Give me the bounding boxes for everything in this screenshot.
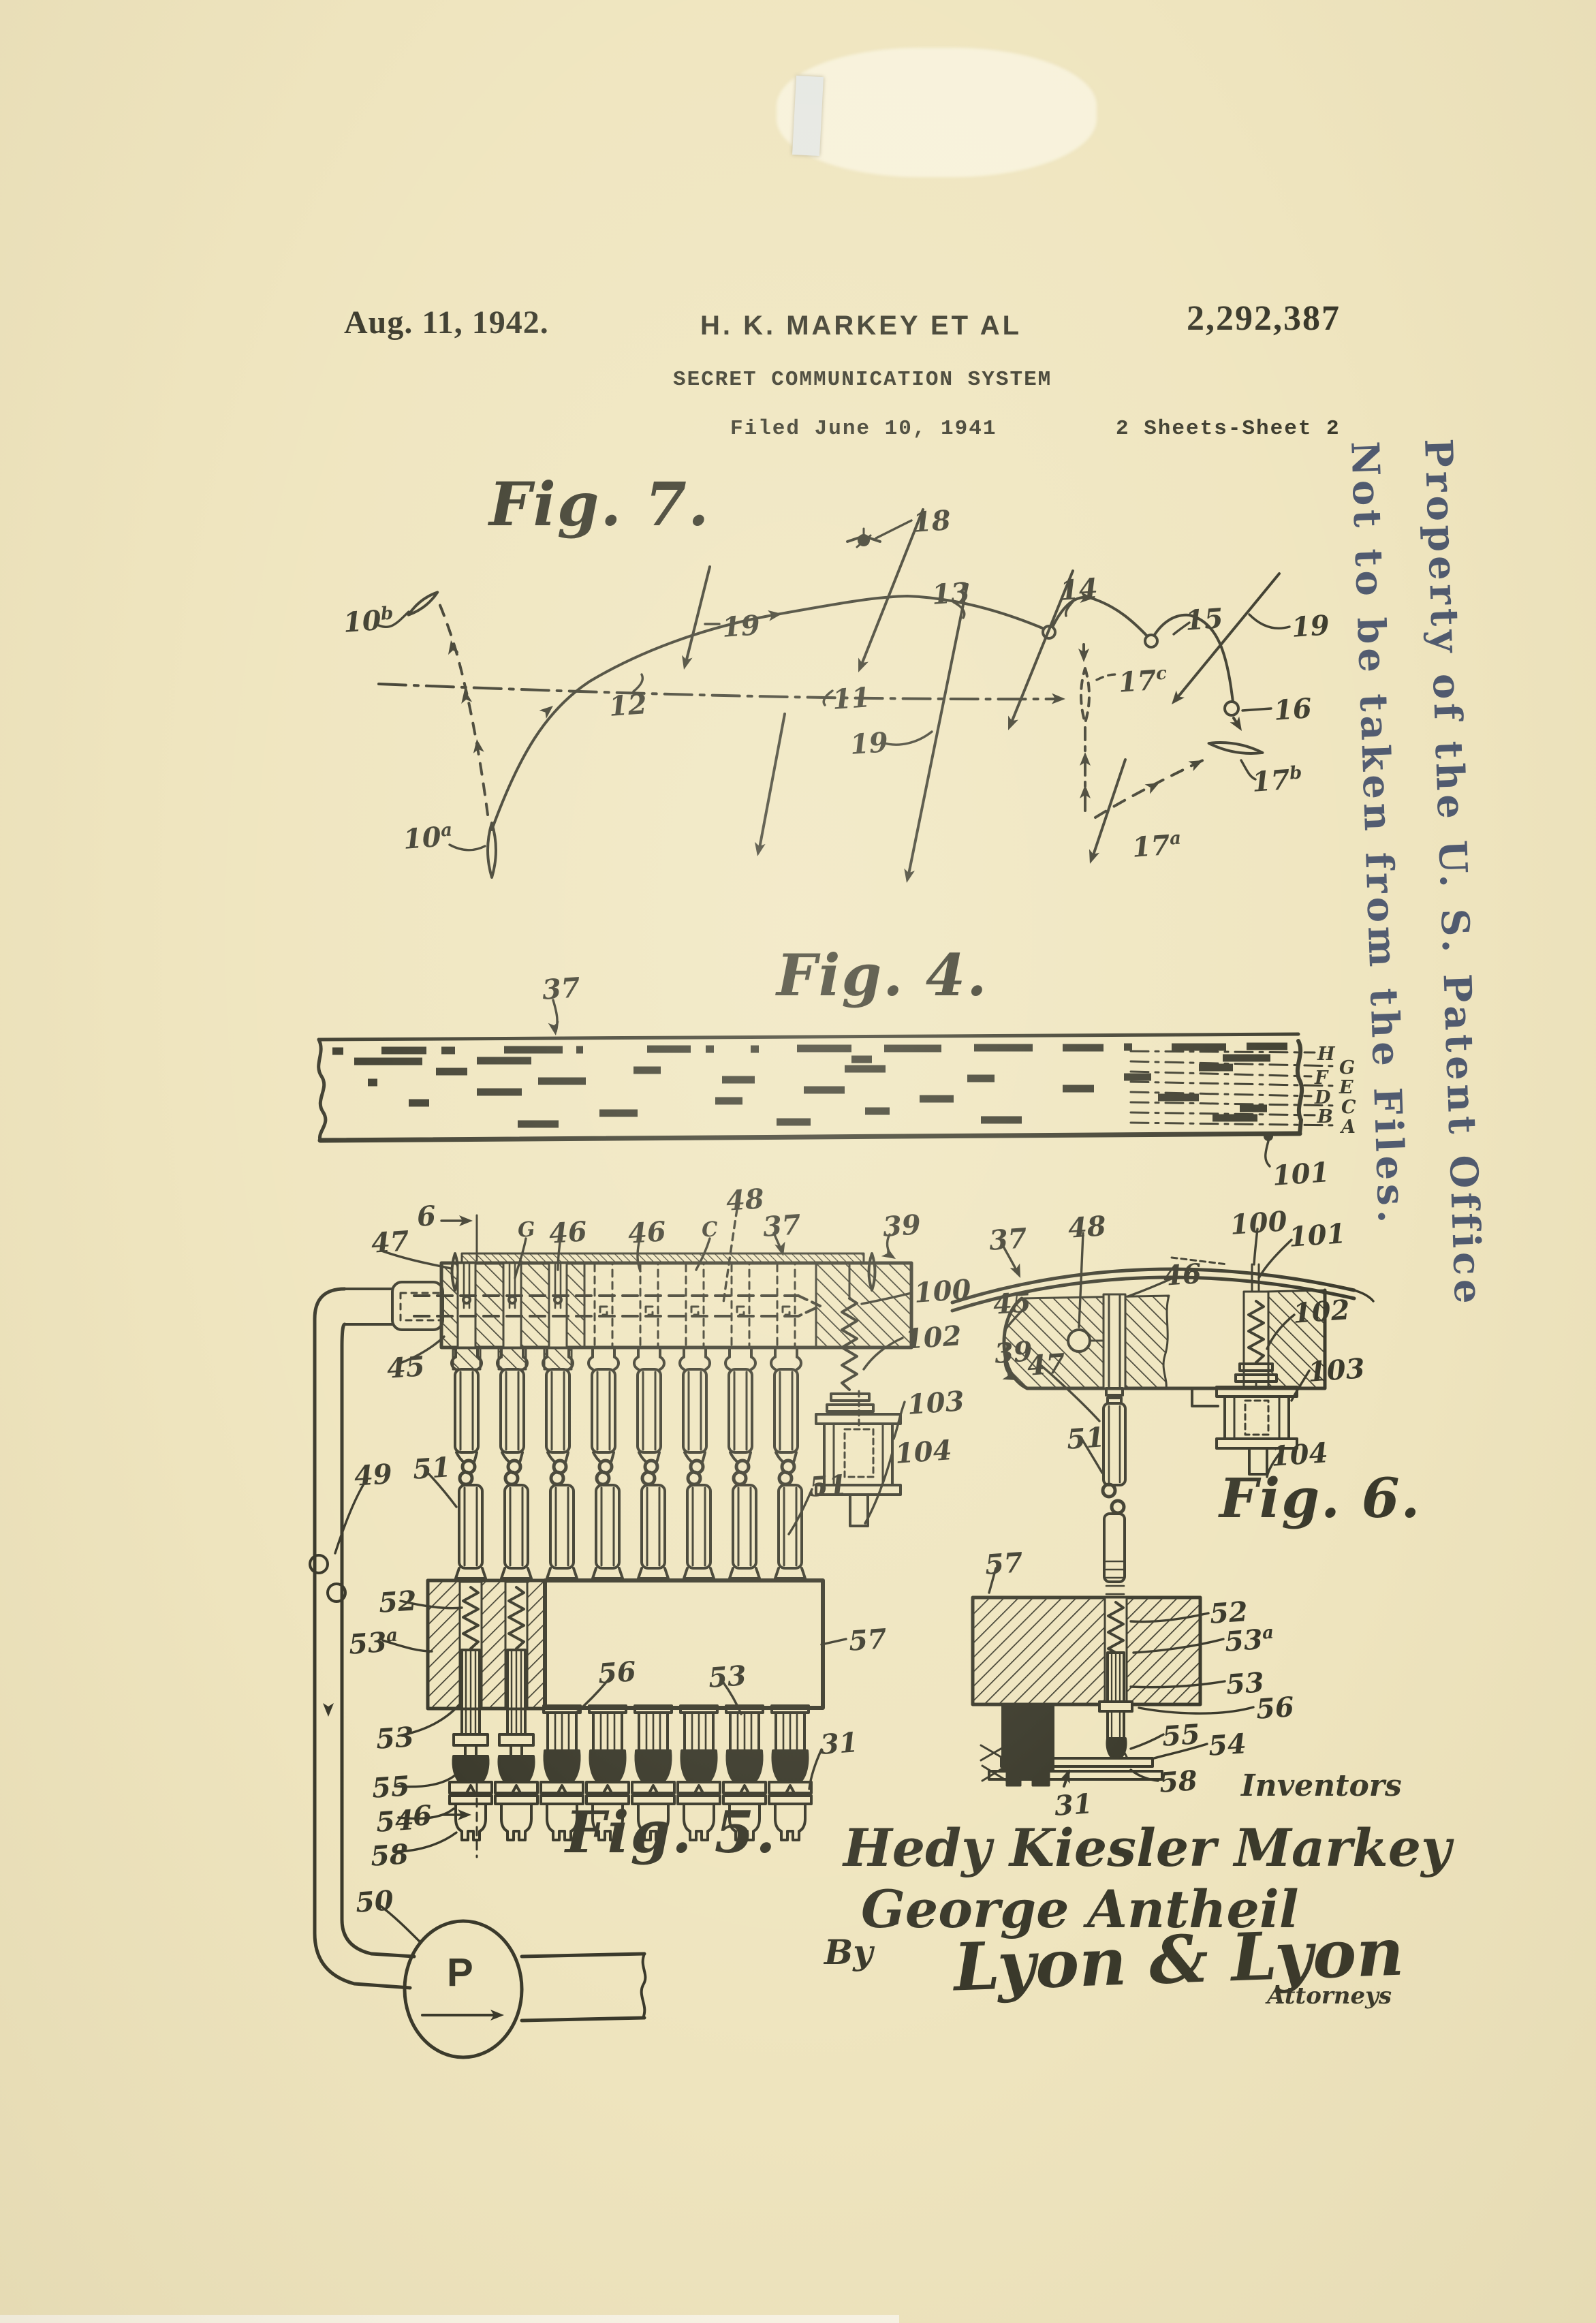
fig4-track-letter-H: H — [1317, 1044, 1335, 1065]
fig7-ref-17c: 17c — [1117, 664, 1168, 699]
fig5-ref-51-left: 51 — [411, 1451, 452, 1486]
fig7-ref-17a: 17a — [1131, 828, 1183, 864]
fig6-title: Fig. 6. — [1219, 1466, 1421, 1530]
patent-number: 2,292,387 — [1187, 298, 1341, 339]
fig7-ref-15: 15 — [1184, 602, 1224, 637]
fig5-ref-6-bottom: 6 — [411, 1799, 433, 1833]
fig5-ref-56: 56 — [597, 1655, 637, 1690]
fig4-ref-101: 101 — [1271, 1156, 1330, 1192]
fig5-ref-57: 57 — [847, 1623, 888, 1657]
fig7-ref-10b: 10b — [342, 603, 394, 638]
fig5-ref-45: 45 — [386, 1350, 426, 1385]
by-label: By — [824, 1932, 873, 1972]
fig5-ref-46-1: 46 — [548, 1215, 588, 1250]
fig5-pump-letter: P — [447, 1950, 473, 1995]
fig5-ref-48: 48 — [725, 1183, 765, 1217]
fig4-drawing — [319, 1000, 1339, 1166]
fig6-ref-57: 57 — [984, 1546, 1024, 1581]
fig6-ref-100: 100 — [1229, 1205, 1288, 1241]
fig7-ref-13: 13 — [930, 576, 971, 611]
inventor-name-line: H. K. MARKEY ET AL — [700, 311, 1022, 341]
fig5-ref-103: 103 — [906, 1385, 965, 1421]
fig5-ref-47: 47 — [370, 1225, 410, 1260]
fig5-ref-49: 49 — [353, 1458, 393, 1493]
fig7-ref-19-2: 19 — [849, 726, 889, 761]
fig6-ref-104: 104 — [1270, 1437, 1329, 1473]
fig7-ref-19-3: 19 — [1290, 609, 1330, 644]
patent-title: SECRET COMMUNICATION SYSTEM — [673, 368, 1052, 392]
fig7-title: Fig. 7. — [489, 469, 710, 540]
fig5-ref-39: 39 — [881, 1209, 922, 1243]
fig7-ref-11: 11 — [831, 681, 871, 716]
fig5-drawing — [310, 1209, 911, 2057]
filed-date: Filed June 10, 1941 — [730, 417, 997, 441]
fig5-ref-55: 55 — [371, 1770, 411, 1805]
fig5-ref-104: 104 — [894, 1434, 953, 1470]
fig7-ref-10a: 10a — [402, 820, 454, 856]
fig5-ref-53-left: 53 — [375, 1721, 415, 1756]
fig6-ref-103: 103 — [1306, 1352, 1366, 1388]
inventors-label: Inventors — [1241, 1768, 1402, 1803]
fig5-ref-53-right: 53 — [707, 1659, 747, 1694]
fig6-ref-37: 37 — [988, 1222, 1028, 1257]
inventor-signature-1: Hedy Kiesler Markey — [843, 1818, 1451, 1878]
fig7-ref-16: 16 — [1272, 692, 1313, 727]
fig5-ref-C: C — [701, 1217, 719, 1243]
fig5-ref-52: 52 — [377, 1585, 418, 1619]
fig6-ref-101: 101 — [1287, 1217, 1347, 1253]
fig6-ref-55: 55 — [1161, 1718, 1201, 1753]
sheet-count: 2 Sheets-Sheet 2 — [1116, 417, 1341, 441]
patent-date: Aug. 11, 1942. — [344, 304, 549, 341]
fig4-track-letter-B: B — [1317, 1106, 1333, 1127]
fig6-ref-53a: 53a — [1223, 1623, 1275, 1658]
attorneys-label: Attorneys — [1267, 1982, 1392, 2010]
fig7-ref-19-1: 19 — [721, 609, 761, 644]
fig6-ref-56: 56 — [1255, 1691, 1295, 1726]
fig6-ref-58: 58 — [1158, 1764, 1198, 1799]
fig6-ref-51: 51 — [1065, 1421, 1106, 1456]
fig5-ref-G: G — [517, 1217, 536, 1243]
fig6-ref-47: 47 — [1026, 1347, 1066, 1382]
fig7-ref-18: 18 — [911, 504, 952, 539]
fig6-ref-46: 46 — [1162, 1258, 1202, 1292]
fig5-ref-53a: 53a — [347, 1625, 399, 1661]
fig5-ref-46-2: 46 — [627, 1215, 667, 1250]
fig5-ref-50: 50 — [354, 1884, 394, 1919]
fig6-ref-45: 45 — [992, 1286, 1032, 1321]
fig7-ref-17b: 17b — [1251, 762, 1303, 798]
fig5-ref-100: 100 — [913, 1273, 972, 1309]
fig5-ref-102: 102 — [903, 1320, 963, 1356]
fig5-ref-51-right: 51 — [808, 1469, 848, 1503]
fig4-track-letter-G: G — [1339, 1057, 1355, 1078]
fig5-ref-31: 31 — [819, 1726, 859, 1761]
fig4-title: Fig. 4. — [777, 941, 988, 1009]
fig5-ref-6-top: 6 — [416, 1200, 437, 1233]
fig4-track-letter-E: E — [1339, 1077, 1354, 1098]
fig4-track-letter-C: C — [1341, 1097, 1356, 1118]
fig5-ref-58: 58 — [369, 1838, 409, 1873]
fig4-track-letter-D: D — [1315, 1087, 1330, 1108]
fig7-ref-12: 12 — [608, 688, 648, 723]
fig4-track-letter-A: A — [1341, 1117, 1356, 1138]
fig5-ref-37: 37 — [762, 1209, 802, 1243]
fig7-ref-14: 14 — [1059, 572, 1099, 607]
fig5-title: Fig. 5. — [565, 1798, 777, 1866]
fig4-track-letter-F: F — [1315, 1067, 1328, 1089]
fig6-ref-102: 102 — [1292, 1294, 1351, 1330]
fig6-ref-54: 54 — [1207, 1728, 1247, 1762]
fig4-ref-37: 37 — [541, 971, 581, 1006]
patent-office-stamp: Property of the U. S. Patent Office Not … — [1328, 437, 1505, 1311]
fig6-ref-48: 48 — [1067, 1210, 1107, 1245]
fig5-ref-54: 54 — [375, 1804, 415, 1839]
